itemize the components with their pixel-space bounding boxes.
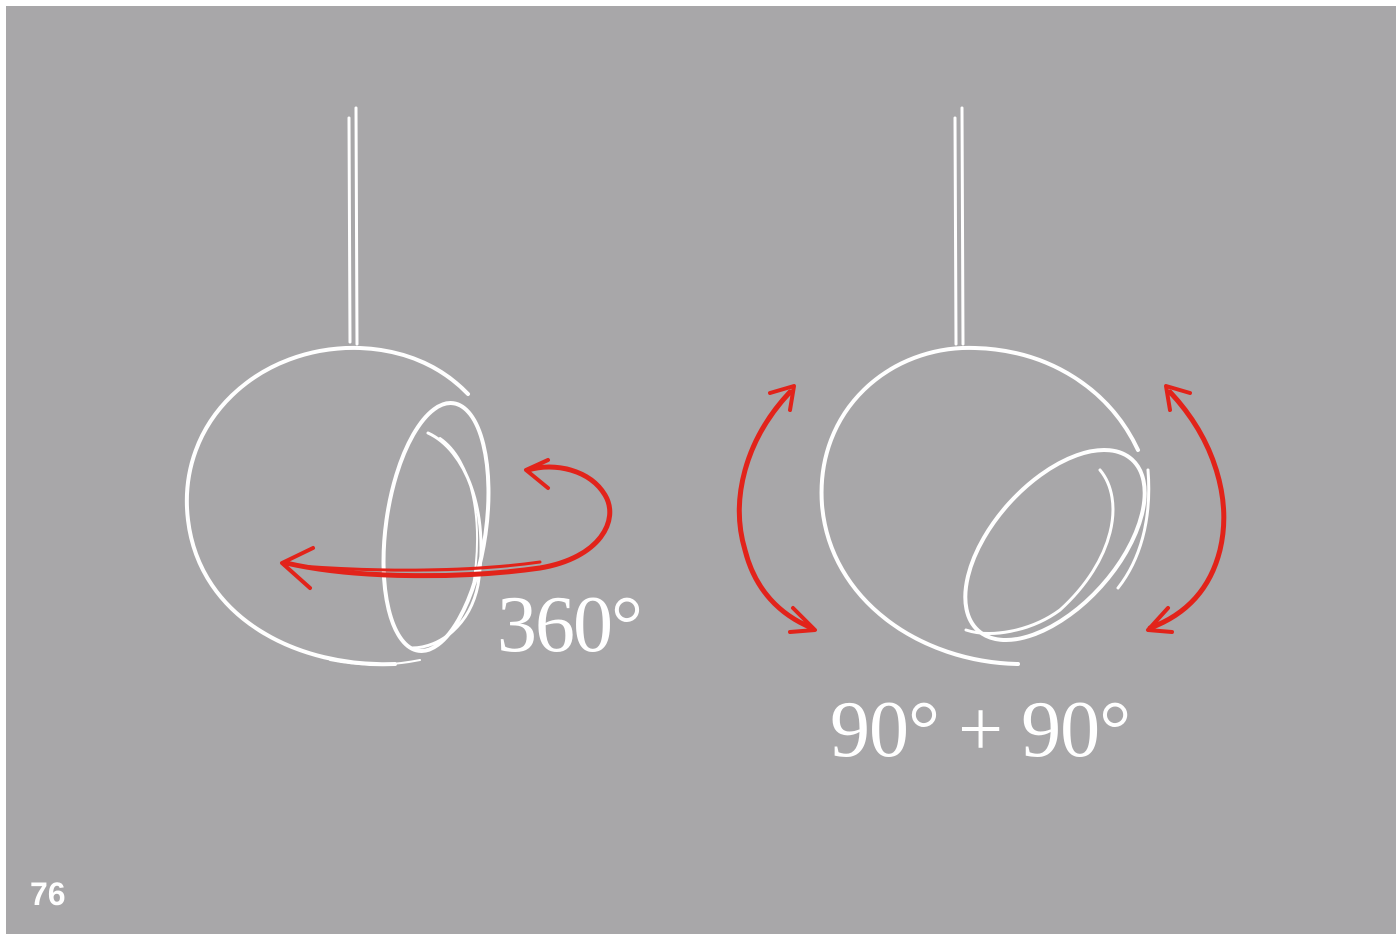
tilt-90-90-label: 90° + 90° bbox=[830, 686, 1131, 774]
right-lamp-cord bbox=[953, 106, 965, 346]
grey-panel bbox=[6, 6, 1396, 934]
left-lamp-sphere bbox=[184, 345, 470, 667]
rotation-360-label: 360° bbox=[497, 581, 643, 669]
right-tilt-arrows bbox=[736, 384, 1227, 634]
tilt-arrow-left bbox=[736, 384, 817, 634]
left-lamp-cord bbox=[347, 106, 359, 346]
tilt-arrow-right bbox=[1146, 384, 1227, 634]
page-number: 76 bbox=[30, 876, 66, 912]
right-lamp bbox=[819, 106, 1151, 666]
right-lamp-sphere bbox=[819, 345, 1140, 666]
right-lamp-opening bbox=[963, 448, 1147, 642]
left-rotation-arrow bbox=[280, 458, 613, 590]
left-lamp bbox=[184, 106, 491, 667]
left-lamp-opening bbox=[381, 401, 491, 653]
